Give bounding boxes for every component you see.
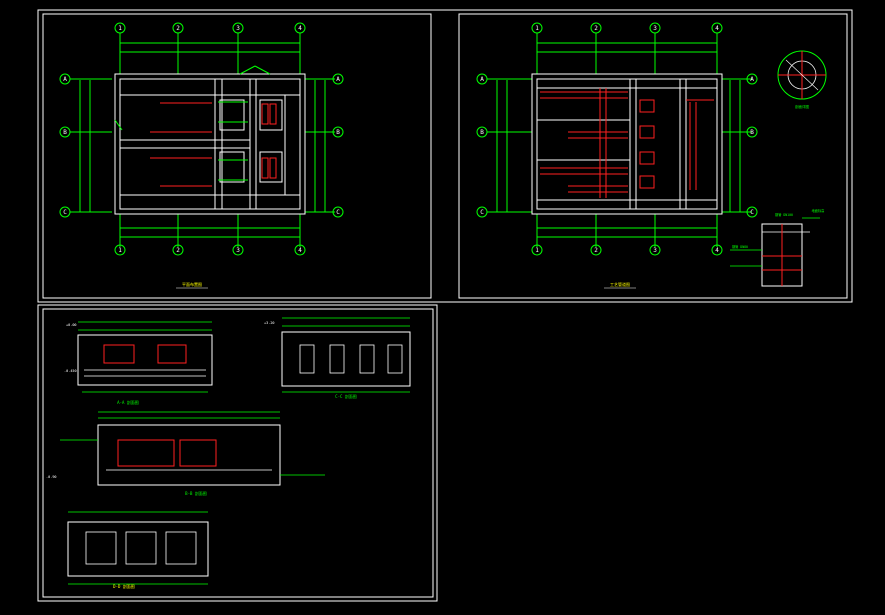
sheet-frame-outer — [37, 9, 853, 602]
plan-left-axis-bubble — [59, 126, 71, 138]
plan-right-axis-label: B — [336, 129, 340, 136]
elevation-label-3: +3.20 — [264, 321, 275, 325]
piping-plan-sheet[interactable]: 1 2 3 4 1 2 3 4 A B C A B C 工艺管道图 剖面详图 钢管 DN100 钢管… — [476, 22, 827, 289]
section-a-title: A-A 剖面图 — [117, 399, 139, 405]
plan-building-walls — [114, 73, 306, 215]
plan-fixtures — [114, 65, 271, 181]
plan-top-axis-label: 1 — [118, 25, 122, 32]
plan-axis-bubbles-right: A B C — [332, 73, 344, 218]
detail-note-pipe-2: 钢管 DN80 — [732, 244, 748, 249]
section-b-title: B-B 剖面图 — [185, 490, 207, 496]
piping-top-axis-bubble — [711, 22, 723, 34]
plan-top-axis-bubble — [294, 22, 306, 34]
plan-right-axis-bubble — [332, 126, 344, 138]
plan-left-axis-label: C — [63, 209, 67, 216]
plan-bottom-axis-label: 4 — [298, 247, 302, 254]
plan-left-axis-label: A — [63, 76, 67, 83]
piping-axis-bubbles-top: 1 2 3 4 — [531, 22, 723, 34]
section-d-title: D-D 剖面图 — [113, 583, 135, 589]
plan-bottom-axis-label: 1 — [118, 247, 122, 254]
piping-right-axis-label: C — [750, 209, 754, 216]
piping-top-axis-label: 1 — [535, 25, 539, 32]
plan-sheet-title: 平面布置图 — [182, 281, 202, 287]
piping-left-axis-bubble — [476, 73, 488, 85]
detail-note-ground: 地面标高 — [812, 208, 825, 213]
floor-plan-sheet[interactable]: 1 2 3 4 1 2 3 4 A B C A B C 平面布置图 — [59, 22, 344, 289]
piping-left-axis-label: A — [480, 76, 484, 83]
elevation-label-2: -0.450 — [64, 369, 77, 373]
piping-axis-bubbles-right: A B C — [746, 73, 758, 218]
sections-sheet[interactable]: A-A 剖面图 C-C 剖面图 B-B 剖面图 — [46, 317, 411, 589]
plan-left-axis-bubble — [59, 206, 71, 218]
plan-bottom-axis-bubble — [294, 244, 306, 256]
plan-dimension-lines — [70, 33, 335, 247]
piping-bottom-axis-bubble — [649, 244, 661, 256]
plan-left-axis-bubble — [59, 73, 71, 85]
plan-bottom-axis-label: 3 — [236, 247, 240, 254]
piping-red-lines — [540, 88, 714, 198]
piping-bottom-axis-label: 3 — [653, 247, 657, 254]
plan-top-axis-label: 4 — [298, 25, 302, 32]
plan-right-axis-label: A — [336, 76, 340, 83]
detail-note-pipe-1: 钢管 DN100 — [775, 212, 793, 217]
elevation-label-4: -0.90 — [46, 475, 57, 479]
plan-bottom-axis-bubble — [114, 244, 126, 256]
piping-dimension-lines — [487, 33, 752, 247]
section-d — [67, 511, 209, 585]
piping-bottom-axis-label: 2 — [594, 247, 598, 254]
plan-equipment — [150, 102, 277, 187]
piping-left-axis-bubble — [476, 126, 488, 138]
piping-top-axis-label: 2 — [594, 25, 598, 32]
plan-bottom-axis-bubble — [172, 244, 184, 256]
piping-top-axis-bubble — [590, 22, 602, 34]
plan-top-axis-label: 2 — [176, 25, 180, 32]
detail-circle — [777, 50, 827, 100]
piping-sheet-title: 工艺管道图 — [610, 281, 630, 287]
section-c-title: C-C 剖面图 — [335, 393, 357, 399]
plan-right-axis-label: C — [336, 209, 340, 216]
piping-top-axis-label: 3 — [653, 25, 657, 32]
piping-top-axis-label: 4 — [715, 25, 719, 32]
plan-right-axis-bubble — [332, 206, 344, 218]
plan-axis-bubbles-bottom: 1 2 3 4 — [114, 244, 306, 256]
piping-bottom-axis-bubble — [531, 244, 543, 256]
piping-right-axis-label: A — [750, 76, 754, 83]
sheet-frame-inner — [42, 13, 848, 598]
piping-bottom-axis-label: 1 — [535, 247, 539, 254]
detail-circle-caption: 剖面详图 — [795, 104, 809, 109]
piping-right-axis-bubble — [746, 73, 758, 85]
section-b — [60, 411, 325, 486]
piping-right-axis-bubble — [746, 126, 758, 138]
piping-building-walls — [531, 73, 723, 215]
plan-top-axis-bubble — [232, 22, 244, 34]
piping-top-axis-bubble — [531, 22, 543, 34]
plan-right-axis-bubble — [332, 73, 344, 85]
plan-top-axis-bubble — [114, 22, 126, 34]
piping-bottom-axis-label: 4 — [715, 247, 719, 254]
plan-top-axis-bubble — [172, 22, 184, 34]
piping-left-axis-bubble — [476, 206, 488, 218]
plan-bottom-axis-label: 2 — [176, 247, 180, 254]
piping-top-axis-bubble — [649, 22, 661, 34]
piping-right-axis-bubble — [746, 206, 758, 218]
plan-axis-bubbles-left: A B C — [59, 73, 71, 218]
piping-left-axis-label: C — [480, 209, 484, 216]
plan-left-axis-label: B — [63, 129, 67, 136]
section-c — [281, 317, 411, 393]
elevation-label-1: +0.00 — [66, 323, 77, 327]
detail-section — [730, 217, 820, 287]
piping-bottom-axis-bubble — [711, 244, 723, 256]
piping-axis-bubbles-bottom: 1 2 3 4 — [531, 244, 723, 256]
piping-left-axis-label: B — [480, 129, 484, 136]
plan-top-axis-label: 3 — [236, 25, 240, 32]
piping-axis-bubbles-left: A B C — [476, 73, 488, 218]
section-a — [77, 321, 213, 393]
plan-bottom-axis-bubble — [232, 244, 244, 256]
piping-right-axis-label: B — [750, 129, 754, 136]
piping-bottom-axis-bubble — [590, 244, 602, 256]
plan-axis-bubbles-top: 1 2 3 4 — [114, 22, 306, 34]
